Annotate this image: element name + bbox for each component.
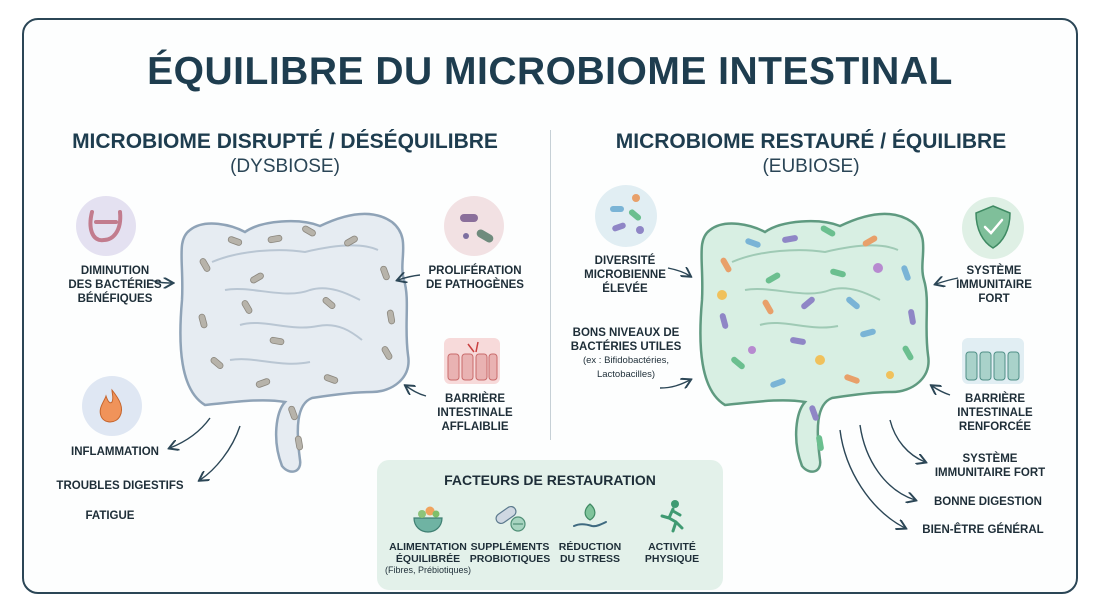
- factor-stress: RÉDUCTION DU STRESS: [545, 496, 635, 565]
- left-panel-title: MICROBIOME DISRUPTÉ / DÉSÉQUILIBRE: [72, 130, 498, 153]
- intestine-icon: [76, 196, 136, 256]
- left-panel-subtitle: (DYSBIOSE): [230, 156, 340, 177]
- center-divider: [550, 130, 551, 440]
- gut-eubiosis: [699, 212, 930, 473]
- gut-dysbiosis: [179, 212, 410, 473]
- factor-probiotics: SUPPLÉMENTS PROBIOTIQUES: [465, 496, 555, 565]
- right-panel-subtitle: (EUBIOSE): [762, 156, 860, 177]
- capsule-icon: [495, 505, 526, 532]
- factor-diet: ALIMENTATION ÉQUILIBRÉE (Fibres, Prébiot…: [383, 496, 473, 575]
- factors-title: FACTEURS DE RESTAURATION: [444, 472, 656, 488]
- label-fatigue: FATIGUE: [85, 510, 135, 522]
- label-troubles: TROUBLES DIGESTIFS: [56, 480, 184, 492]
- label-digestion: BONNE DIGESTION: [934, 496, 1042, 508]
- hand-leaf-icon: [573, 503, 607, 528]
- salad-bowl-icon: [413, 506, 443, 533]
- runner-icon: [660, 500, 684, 533]
- main-title: ÉQUILIBRE DU MICROBIOME INTESTINAL: [147, 50, 953, 93]
- diversity-icon: [595, 185, 657, 247]
- label-inflammation: INFLAMMATION: [71, 446, 159, 458]
- label-wellbeing: BIEN-ÊTRE GÉNÉRAL: [922, 524, 1044, 536]
- restoration-factors-box: FACTEURS DE RESTAURATION ALIMENTATION ÉQ…: [377, 460, 723, 590]
- pathogen-icon: [444, 196, 504, 256]
- factor-activity: ACTIVITÉ PHYSIQUE: [627, 496, 717, 565]
- right-panel-title: MICROBIOME RESTAURÉ / ÉQUILIBRE: [615, 130, 1007, 153]
